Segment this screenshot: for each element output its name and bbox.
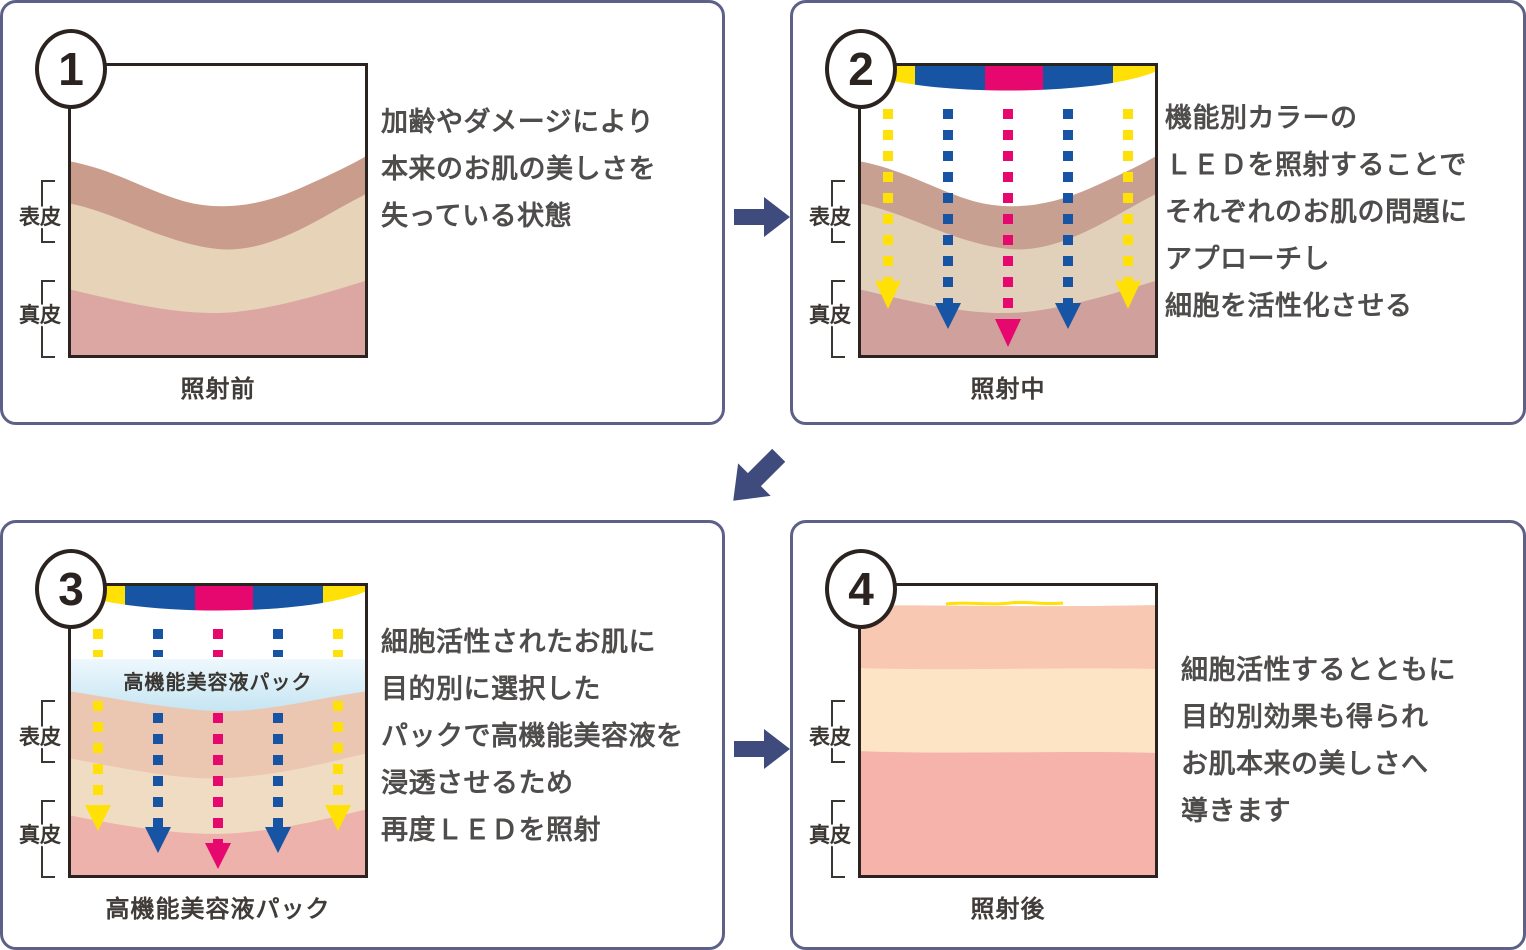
panel-step-2: 2 (790, 0, 1526, 425)
step-description: 細胞活性されたお肌に 目的別に選択した パックで高機能美容液を 浸透させるため … (381, 627, 684, 845)
step-number-badge: 4 (825, 549, 897, 629)
dermis-label: 真皮 (809, 304, 851, 327)
skin-diagram-during (858, 63, 1158, 358)
skin-layer-dermis (68, 280, 368, 358)
led-beam-arrowhead-blue (265, 827, 291, 853)
step-description: 細胞活性するとともに 目的別効果も得られ お肌本来の美しさへ 導きます (1181, 655, 1456, 826)
led-beams (875, 109, 1141, 347)
step-description: 加齢やダメージにより 本来のお肌の美しさを 失っている状態 (381, 107, 656, 231)
diagram-caption: 高機能美容液パック (105, 896, 331, 923)
diagram-caption: 照射後 (970, 896, 1046, 923)
led-beams (85, 629, 351, 869)
epidermis-bracket (831, 700, 845, 763)
led-beam-arrowhead-yellow (1115, 281, 1141, 309)
led-beam-arrowhead-pink (995, 319, 1021, 347)
arrow-right-icon (734, 197, 790, 242)
epidermis-bracket (831, 180, 845, 243)
epidermis-bracket (41, 700, 55, 763)
serum-pack-label: 高機能美容液パック (124, 670, 313, 694)
skin-diagram-pack: 高機能美容液パック (68, 583, 368, 878)
epidermis-label: 表皮 (19, 726, 61, 749)
dermis-label: 真皮 (19, 824, 61, 847)
led-beam-arrowhead-pink (205, 843, 231, 869)
led-beam-arrowhead-blue (1055, 303, 1081, 329)
skin-cross-section-after-svg (858, 583, 1158, 878)
step-number: 2 (848, 43, 874, 95)
step-number: 4 (848, 563, 874, 615)
dermis-label: 真皮 (19, 304, 61, 327)
skin-layer-dermis (858, 751, 1158, 878)
epidermis-label: 表皮 (809, 206, 851, 229)
dermis-label: 真皮 (809, 824, 851, 847)
dermis-bracket (831, 800, 845, 878)
led-beam-arrowhead-yellow (85, 805, 111, 831)
led-beam-arrowhead-yellow (875, 281, 901, 309)
skin-surface-highlight (945, 600, 1064, 606)
step-number-badge: 2 (825, 29, 897, 109)
panel-step-3: 3 (0, 520, 725, 950)
dermis-bracket (831, 280, 845, 358)
led-beam-arrowhead-blue (145, 827, 171, 853)
serum-pack-layer: 高機能美容液パック (68, 659, 368, 712)
skin-cross-section-before-svg (68, 63, 368, 358)
skin-cross-section-during-svg (858, 63, 1158, 358)
step-number-badge: 3 (35, 549, 107, 629)
arrow-right-icon (734, 729, 790, 774)
dermis-bracket (41, 800, 55, 878)
arrow-down-left-icon (716, 438, 796, 518)
skin-cross-section-pack-svg: 高機能美容液パック (68, 583, 368, 878)
diagram-caption: 照射中 (970, 376, 1046, 403)
epidermis-label: 表皮 (809, 726, 851, 749)
panel-step-4: 4 表皮 真皮 照射後 細胞活性するとともに 目的別効果も得られ お肌本来の美し… (790, 520, 1526, 950)
skin-diagram-after (858, 583, 1158, 878)
step-number: 1 (58, 43, 84, 95)
skin-diagram-before (68, 63, 368, 358)
panel-step-1: 1 表皮 真皮 照射前 加齢やダメージにより 本来のお肌の美しさを 失っている状… (0, 0, 725, 425)
epidermis-label: 表皮 (19, 206, 61, 229)
dermis-bracket (41, 280, 55, 358)
led-beam-arrowhead-blue (935, 303, 961, 329)
step-number-badge: 1 (35, 29, 107, 109)
led-beam-arrowhead-yellow (325, 805, 351, 831)
epidermis-bracket (41, 180, 55, 243)
step-number: 3 (58, 563, 84, 615)
diagram-caption: 照射前 (180, 376, 256, 403)
step-description: 機能別カラーの ＬＥＤを照射することで それぞれのお肌の問題に アプローチし 細… (1165, 103, 1468, 321)
